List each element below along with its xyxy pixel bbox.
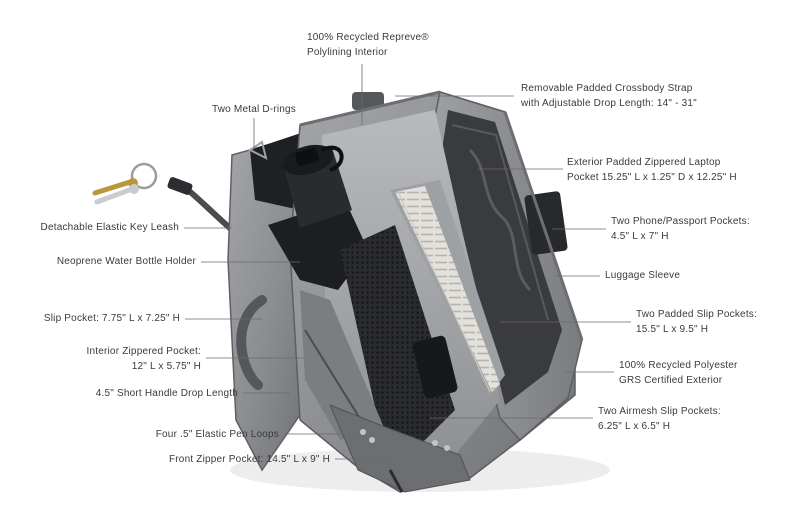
callout-interior-zip: Interior Zippered Pocket: 12" L x 5.75" … [86, 346, 201, 372]
callout-padded-slip: Two Padded Slip Pockets: 15.5" L x 9.5" … [636, 309, 757, 335]
key-leash [130, 162, 235, 233]
callout-recycled-exterior: 100% Recycled Polyester GRS Certified Ex… [619, 360, 738, 386]
callout-key-leash: Detachable Elastic Key Leash [40, 222, 179, 233]
callout-slip-pocket: Slip Pocket: 7.75" L x 7.25" H [43, 313, 180, 324]
callout-crossbody-strap: Removable Padded Crossbody Strap with Ad… [521, 83, 697, 109]
pen-loops [360, 429, 450, 451]
callout-pen-loops: Four .5" Elastic Pen Loops [155, 429, 279, 440]
interior-zip-pocket [300, 290, 385, 440]
short-handle [236, 295, 267, 390]
front-pocket [329, 404, 471, 493]
callout-d-rings: Two Metal D-rings [212, 104, 296, 115]
zipper-pull [388, 469, 404, 493]
d-ring [248, 140, 268, 160]
callout-front-zip: Front Zipper Pocket: 14.5" L x 9" H [168, 454, 330, 465]
laptop-sleeve-interior [442, 110, 562, 405]
key-icon [92, 178, 139, 205]
phone [412, 335, 458, 399]
notebook [390, 180, 505, 395]
phone-pocket [524, 191, 568, 255]
callout-bottle-holder: Neoprene Water Bottle Holder [56, 256, 196, 267]
water-bottle [268, 144, 368, 290]
top-handle [352, 92, 384, 110]
callout-recycled-lining: 100% Recycled Repreve® Polylining Interi… [307, 32, 429, 58]
callout-luggage-sleeve: Luggage Sleeve [605, 270, 681, 281]
callout-laptop-pocket: Exterior Padded Zippered Laptop Pocket 1… [567, 157, 737, 183]
callout-airmesh: Two Airmesh Slip Pockets: 6.25" L x 6.5"… [598, 406, 721, 432]
callout-handle-drop: 4.5" Short Handle Drop Length [95, 388, 238, 399]
leader-lines [184, 64, 631, 460]
callout-phone-pockets: Two Phone/Passport Pockets: 4.5" L x 7" … [611, 216, 750, 242]
